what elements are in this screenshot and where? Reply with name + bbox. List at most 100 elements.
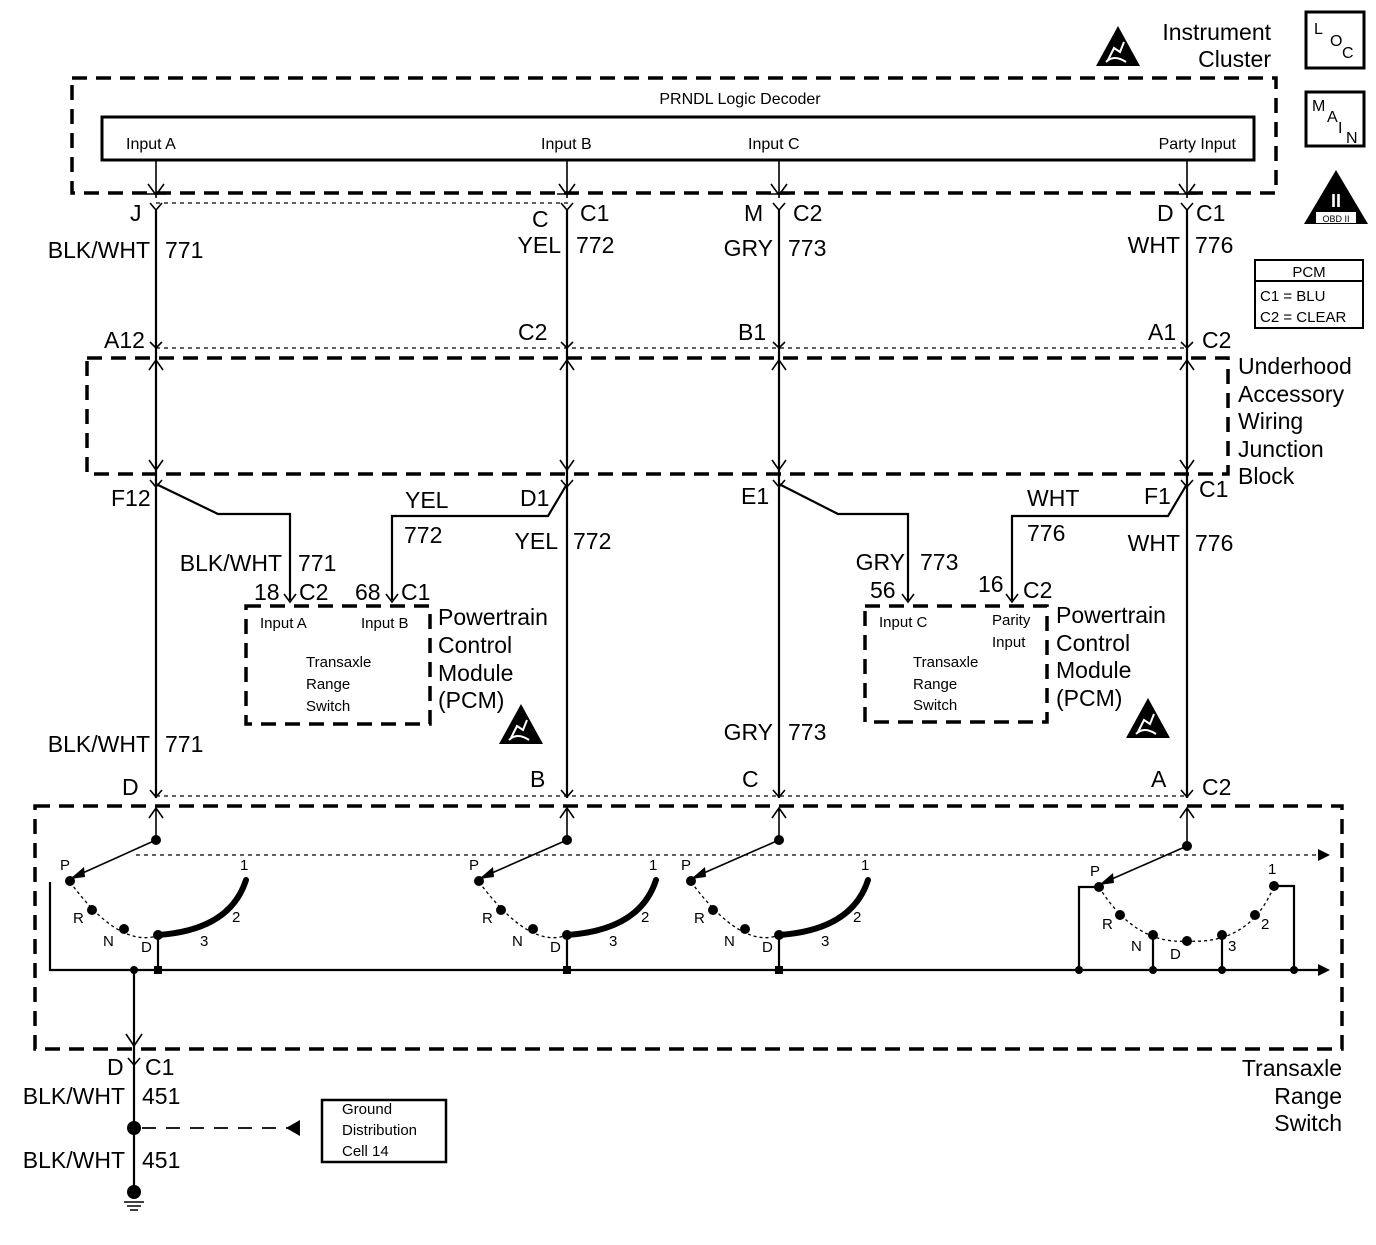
pcm-right-name-1: Powertrain: [1056, 602, 1166, 628]
pcm-left-conn68: C1: [401, 579, 430, 605]
svg-text:D: D: [550, 939, 561, 956]
pcm-right-parity-1: Parity: [992, 612, 1031, 629]
decoder-title: PRNDL Logic Decoder: [659, 91, 821, 108]
svg-text:3: 3: [200, 933, 208, 950]
pcm-left-conn18: C2: [299, 579, 328, 605]
ground-ref-2: Distribution: [342, 1122, 417, 1139]
decoder-box: [100, 115, 1256, 162]
wire-772-num: 772: [576, 232, 614, 258]
wire-773-num: 773: [788, 235, 826, 261]
pcm-left-yel-main-num: 772: [573, 528, 611, 554]
ground-ref-1: Ground: [342, 1101, 392, 1118]
svg-text:P: P: [60, 857, 70, 874]
junction-block-label-2: Accessory: [1238, 381, 1345, 407]
pin-c2-jb: C2: [518, 319, 547, 345]
pcm-left-desc-2: Range: [306, 676, 350, 693]
ground-wire-2-color: BLK/WHT: [23, 1147, 125, 1173]
pcm-left-desc-1: Transaxle: [306, 654, 371, 671]
decoder-input-c: Input C: [748, 136, 800, 153]
pcm-left-yel-color: YEL: [405, 487, 449, 513]
svg-text:2: 2: [232, 909, 240, 926]
legend-c2: C2 = CLEAR: [1260, 309, 1346, 326]
svg-text:1: 1: [649, 857, 657, 874]
pcm-right-module-boundary: [863, 604, 1049, 724]
wire-773-mid-num: 773: [788, 719, 826, 745]
ground-ref-3: Cell 14: [342, 1143, 389, 1160]
svg-text:I: I: [1338, 120, 1342, 137]
svg-text:D: D: [141, 939, 152, 956]
obd-ii-icon: II OBD II: [1304, 170, 1368, 224]
pcm-right-conn16: C2: [1023, 577, 1052, 603]
pcm-left-name-2: Control: [438, 632, 512, 658]
instrument-cluster: Instrument Cluster: [70, 19, 1278, 195]
decoder-party-input: Party Input: [1159, 136, 1237, 153]
wire-771-num: 771: [165, 237, 203, 263]
main-wires: [154, 210, 1189, 798]
svg-text:1: 1: [240, 857, 248, 874]
pin-b1: B1: [738, 319, 766, 345]
wire-771-mid-color: BLK/WHT: [48, 731, 150, 757]
conn-c1-jb: C1: [1199, 476, 1228, 502]
switch-contact-4: P R N D 3 2 1: [1075, 841, 1298, 974]
transaxle-switch-label-3: Switch: [1274, 1110, 1342, 1136]
svg-text:R: R: [73, 910, 84, 927]
pcm-left-module-boundary: [244, 604, 432, 726]
pin-f1: F1: [1144, 483, 1171, 509]
wire-771-color: BLK/WHT: [48, 237, 150, 263]
pin-c: C: [532, 206, 549, 232]
transaxle-switch-label-1: Transaxle: [1242, 1055, 1342, 1081]
svg-text:1: 1: [861, 857, 869, 874]
pin-a12: A12: [104, 327, 145, 353]
pin-a1: A1: [1148, 319, 1176, 345]
svg-text:N: N: [724, 933, 735, 950]
wire-776-num: 776: [1195, 232, 1233, 258]
instrument-cluster-boundary: [70, 76, 1278, 195]
pcm-right-wht-main-num: 776: [1195, 530, 1233, 556]
ground-pin-d: D: [107, 1054, 124, 1080]
junction-block-label-1: Underhood: [1238, 353, 1352, 379]
switch-contact-1: P R N D 3 2 1: [60, 835, 249, 970]
svg-text:3: 3: [821, 933, 829, 950]
svg-text:M: M: [1312, 98, 1325, 115]
pcm-left-yel-main-color: YEL: [515, 528, 559, 554]
svg-text:D: D: [762, 939, 773, 956]
svg-text:P: P: [681, 857, 691, 874]
svg-text:D: D: [1170, 946, 1181, 963]
svg-text:2: 2: [853, 909, 861, 926]
pcm-right-gry-color: GRY: [856, 549, 905, 575]
svg-text:2: 2: [641, 909, 649, 926]
pcm-left-yel-num: 772: [404, 522, 442, 548]
pcm-right-name-3: Module: [1056, 657, 1131, 683]
pcm-left-pin18: 18: [254, 579, 280, 605]
svg-text:R: R: [694, 910, 705, 927]
pcm-left-branch: BLK/WHT 771 YEL 772 YEL 772 18 C2 68 C1 …: [155, 483, 611, 745]
pin-e1: E1: [741, 483, 769, 509]
pcm-left-name-4: (PCM): [438, 687, 504, 713]
pcm-left-esd-icon: [498, 703, 544, 745]
legend-c1: C1 = BLU: [1260, 288, 1325, 305]
ground-wire-2-num: 451: [142, 1147, 180, 1173]
pcm-left-name-3: Module: [438, 660, 513, 686]
ground-icon: [127, 1185, 141, 1199]
instrument-cluster-label-2: Cluster: [1198, 46, 1271, 72]
wire-773-color: GRY: [724, 235, 773, 261]
pin-d1: D1: [520, 485, 549, 511]
pcm-left-input-b: Input B: [361, 615, 409, 632]
pcm-right-input-c: Input C: [879, 614, 928, 631]
transaxle-switch-boundary: [33, 804, 1344, 1051]
pcm-right-esd-icon: [1125, 697, 1171, 739]
svg-text:OBD II: OBD II: [1322, 214, 1349, 224]
transaxle-switch-label-2: Range: [1274, 1083, 1342, 1109]
pcm-right-name-2: Control: [1056, 630, 1130, 656]
loc-icon: L O C: [1304, 10, 1366, 70]
junction-block-label-4: Junction: [1238, 436, 1324, 462]
pcm-right-desc-1: Transaxle: [913, 654, 978, 671]
pcm-right-wht-color: WHT: [1027, 485, 1079, 511]
pcm-right-desc-2: Range: [913, 676, 957, 693]
svg-text:1: 1: [1268, 861, 1276, 878]
top-connectors: J C C1 M C2 D C1: [130, 160, 1225, 232]
wire-776-color: WHT: [1128, 232, 1180, 258]
switch-contact-3: P R N D 3 2 1: [681, 835, 871, 970]
svg-text:R: R: [1102, 916, 1113, 933]
conn-c1-d: C1: [1196, 200, 1225, 226]
